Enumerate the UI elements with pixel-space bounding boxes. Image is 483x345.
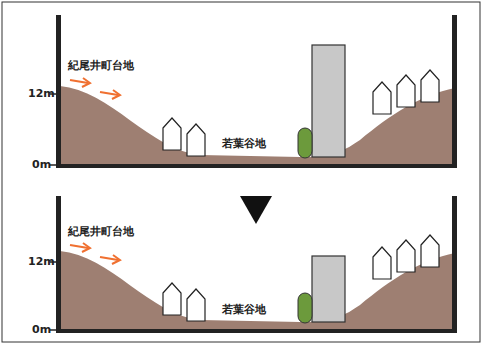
height-label: 0m [32, 324, 51, 336]
terrain [60, 86, 455, 167]
frame-bar [56, 196, 61, 333]
outer-frame [2, 2, 480, 342]
house [397, 240, 415, 272]
area-label: 若葉谷地 [222, 304, 266, 316]
tall-building [312, 45, 345, 157]
wind-arrow [70, 243, 90, 252]
frame-bar [56, 329, 457, 333]
wind-arrow [100, 90, 120, 99]
wind-arrow [100, 255, 120, 264]
height-label: 0m [32, 159, 51, 171]
frame-bar [56, 15, 61, 168]
frame-bar [452, 15, 457, 168]
area-label: 若葉谷地 [222, 138, 266, 150]
tick [50, 329, 58, 331]
bottom-panel [50, 196, 457, 333]
house [163, 118, 181, 150]
house [187, 124, 205, 156]
house [163, 283, 181, 315]
terrain [60, 251, 455, 332]
house [421, 70, 439, 102]
tick [50, 164, 58, 166]
wind-arrow [70, 78, 90, 87]
frame-bar [56, 164, 457, 168]
house [373, 247, 391, 279]
tree [298, 128, 312, 158]
low-building [312, 256, 345, 322]
house [187, 289, 205, 321]
top-panel [50, 15, 457, 168]
house [421, 235, 439, 267]
height-label: 12m [28, 88, 55, 100]
area-label: 紀尾井町台地 [68, 60, 134, 72]
house [397, 75, 415, 107]
area-label: 紀尾井町台地 [68, 226, 134, 238]
height-label: 12m [28, 256, 55, 268]
house [373, 82, 391, 114]
transition-arrow [240, 196, 272, 224]
tree [298, 293, 312, 323]
frame-bar [452, 196, 457, 333]
